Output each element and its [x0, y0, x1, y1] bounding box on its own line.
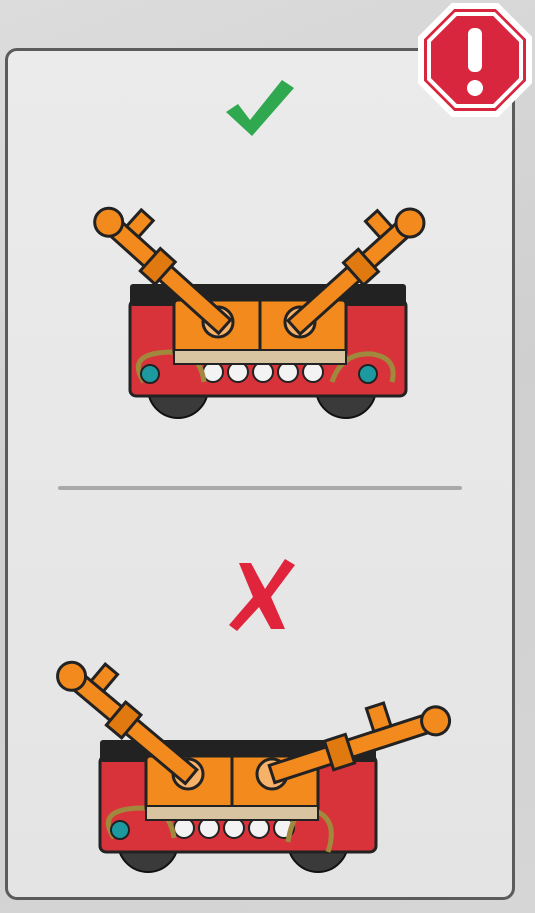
incorrect-assembly-image [52, 606, 472, 886]
panel-divider [58, 486, 462, 490]
warning-octagon-icon [415, 0, 535, 120]
checkmark-icon [222, 76, 298, 140]
correct-assembly-image [78, 150, 458, 420]
